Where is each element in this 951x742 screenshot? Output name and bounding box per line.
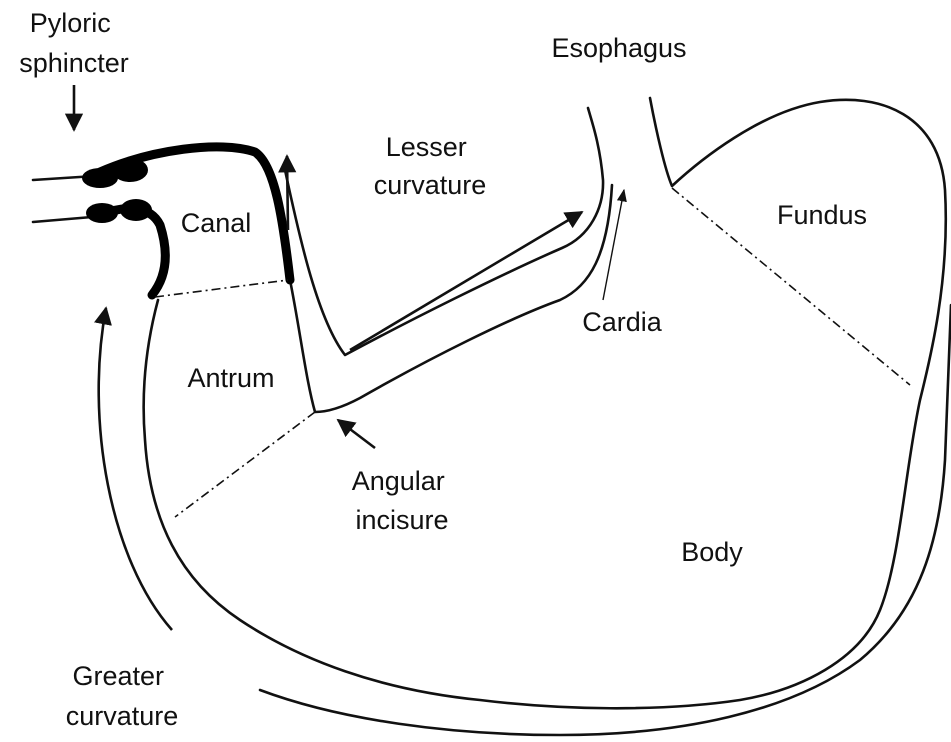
cardia-label: Cardia: [582, 307, 663, 337]
esophagus-label: Esophagus: [551, 33, 686, 63]
pyloric-blob-upper-2: [112, 158, 148, 182]
lesser-curvature-inner-wall: [290, 185, 612, 412]
pyloric-sphincter-label: Pyloric sphincter: [19, 8, 129, 78]
fundus-wall: [144, 98, 946, 708]
lesser-curvature-label: Lesser curvature: [374, 132, 487, 200]
angular-incisure-arrow: [338, 420, 375, 448]
greater-curvature-label: Greater curvature: [66, 661, 179, 731]
canal-antrum-divider: [155, 280, 288, 297]
body-label: Body: [681, 537, 743, 567]
region-dividers: [155, 188, 910, 517]
pointer-arrows: [74, 85, 624, 630]
pyloric-blob-lower-2: [120, 199, 152, 221]
canal-label: Canal: [181, 208, 252, 238]
cardia-arrow: [603, 190, 624, 300]
duodenum-lower-wall: [33, 217, 92, 222]
antrum-body-divider: [175, 412, 315, 517]
antrum-label: Antrum: [187, 363, 274, 393]
lesser-curvature-arrow-right: [350, 212, 582, 350]
lesser-curvature-arrow-up: [287, 156, 288, 230]
angular-incisure-label: Angular incisure: [352, 466, 453, 535]
stomach-outline: [33, 98, 951, 735]
fundus-label: Fundus: [777, 200, 867, 230]
pyloric-blob-lower-1: [86, 203, 118, 223]
greater-curvature-arrow: [99, 308, 172, 630]
